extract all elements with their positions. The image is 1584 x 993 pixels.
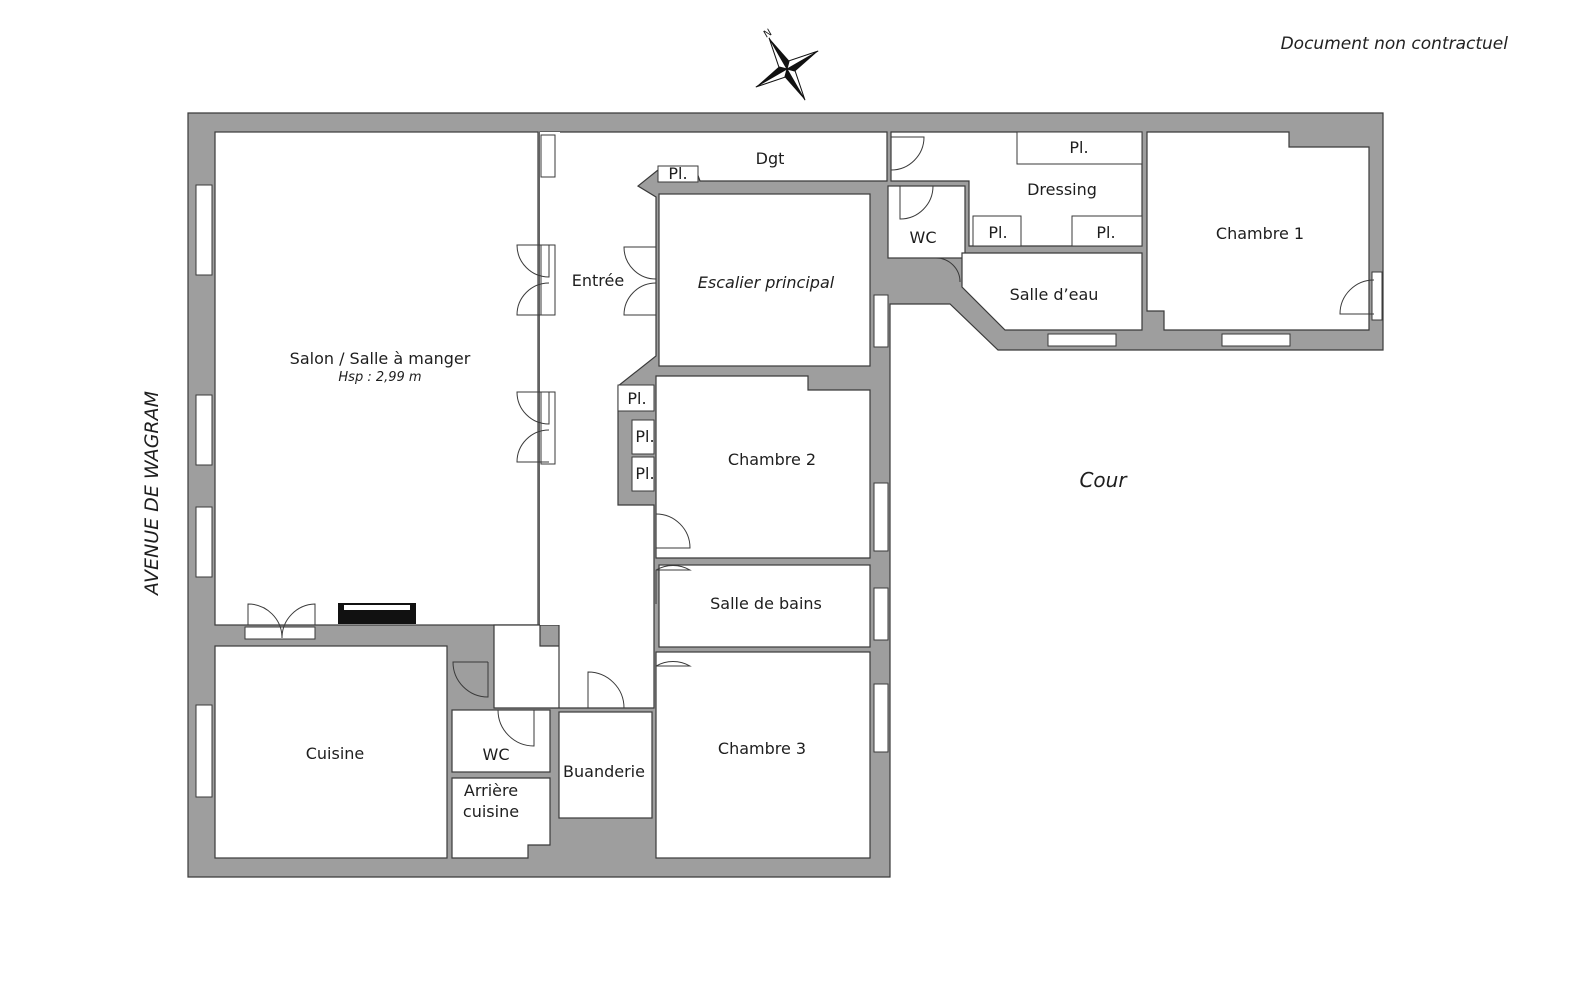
label-closet-dressing-right: Pl.: [1096, 223, 1115, 242]
label-closet-dressing-top: Pl.: [1069, 138, 1088, 157]
closet-entree-3: [631, 456, 655, 492]
door: [452, 661, 489, 698]
door: [655, 564, 692, 604]
room-wc-top: [887, 185, 966, 259]
closet-entree-2: [631, 419, 655, 455]
label-cuisine: Cuisine: [306, 744, 365, 763]
label-dgt: Dgt: [756, 149, 785, 168]
door: [890, 136, 925, 171]
window: [244, 626, 316, 640]
label-escalier: Escalier principal: [698, 273, 835, 292]
fireplace-mantel: [344, 605, 410, 610]
door: [516, 244, 550, 316]
compass-north-label: N: [762, 27, 774, 40]
window: [1047, 333, 1117, 347]
room-salle-deau: [961, 252, 1143, 331]
door: [497, 709, 535, 747]
closet-dressing-top: [1016, 131, 1143, 165]
room-cuisine: [214, 645, 448, 859]
room-salle-de-bains: [658, 564, 871, 648]
compass-rose-icon: [755, 37, 819, 101]
window: [195, 704, 213, 798]
label-closet-entree-2: Pl.: [635, 427, 654, 446]
label-salle-deau: Salle d’eau: [1010, 285, 1099, 304]
closet-dressing-left: [972, 215, 1022, 247]
label-wc-bottom: WC: [483, 745, 510, 764]
room-salon: [214, 131, 539, 626]
window: [873, 482, 889, 552]
window: [1371, 271, 1383, 321]
room-dgt-gap: [540, 132, 560, 625]
label-courtyard: Cour: [1079, 468, 1128, 492]
label-closet-dressing-left: Pl.: [988, 223, 1007, 242]
label-closet-entree-1: Pl.: [627, 389, 646, 408]
window: [540, 134, 556, 178]
label-dressing: Dressing: [1027, 180, 1097, 199]
door: [899, 185, 934, 220]
door: [623, 246, 657, 316]
door: [516, 391, 550, 463]
window: [873, 587, 889, 641]
window: [1221, 333, 1291, 347]
label-chambre1: Chambre 1: [1216, 224, 1304, 243]
room-chambre3: [655, 651, 871, 859]
window: [540, 244, 556, 316]
label-closet-entree-3: Pl.: [635, 464, 654, 483]
windows: [195, 134, 1383, 798]
label-arriere-cuisine-1: Arrière: [464, 781, 518, 800]
label-street: AVENUE DE WAGRAM: [141, 391, 163, 597]
closet-dgt: [657, 165, 699, 183]
closet-entree-1: [617, 384, 655, 412]
window: [540, 391, 556, 465]
door: [587, 671, 625, 709]
door: [1339, 279, 1375, 315]
room-escalier: [658, 193, 871, 367]
label-salon: Salon / Salle à manger: [290, 349, 471, 368]
label-salon-height: Hsp : 2,99 m: [338, 370, 421, 385]
fireplace: [338, 603, 416, 624]
window: [195, 506, 213, 578]
room-arriere-cuisine: [451, 777, 551, 859]
rooms: [214, 131, 1370, 859]
room-chambre1: [1146, 131, 1370, 331]
label-entree: Entrée: [572, 271, 624, 290]
room-buanderie: [558, 711, 653, 819]
label-wc-top: WC: [910, 228, 937, 247]
door: [247, 603, 316, 639]
label-chambre3: Chambre 3: [718, 739, 806, 758]
closet-dressing-right: [1071, 215, 1143, 247]
label-closet-dgt: Pl.: [668, 164, 687, 183]
door: [935, 257, 961, 283]
room-chambre2: [655, 375, 871, 559]
window: [873, 294, 889, 348]
closets: [617, 131, 1143, 492]
window: [195, 394, 213, 466]
window: [195, 184, 213, 276]
disclaimer-text: Document non contractuel: [1280, 34, 1508, 54]
label-buanderie: Buanderie: [563, 762, 645, 781]
door: [655, 660, 692, 700]
label-chambre2: Chambre 2: [728, 450, 816, 469]
doors: [247, 136, 1375, 747]
label-arriere-cuisine-2: cuisine: [463, 802, 519, 821]
door: [655, 513, 691, 549]
window: [873, 683, 889, 753]
labels: Salon / Salle à manger Hsp : 2,99 m Entr…: [141, 138, 1304, 821]
label-salle-de-bains: Salle de bains: [710, 594, 822, 613]
